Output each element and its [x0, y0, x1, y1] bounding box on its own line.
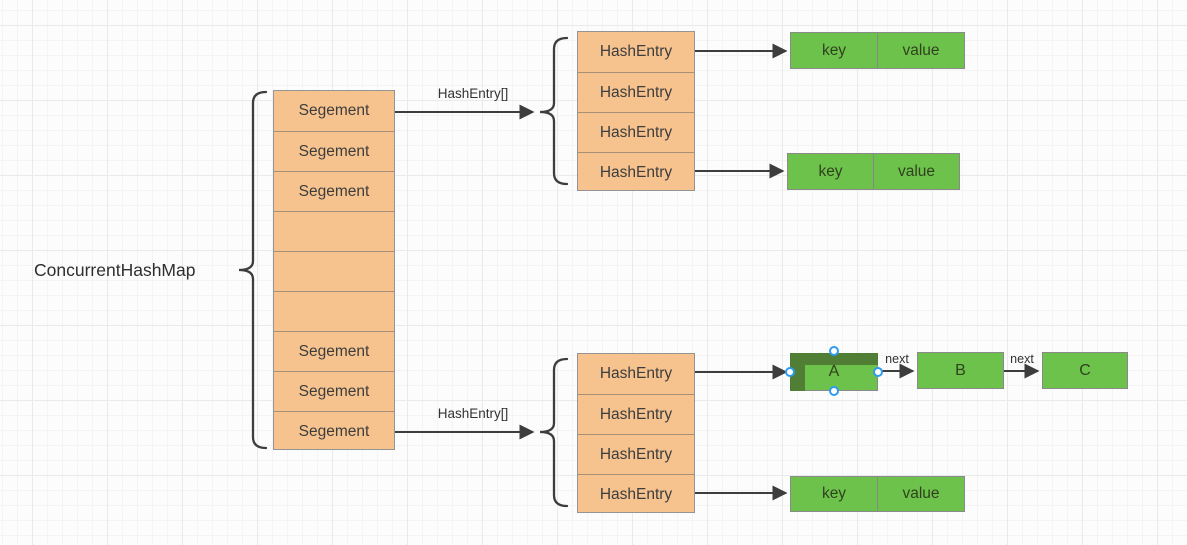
- brace-upper-hashentry-array[interactable]: [539, 36, 569, 186]
- resize-handle-bottom[interactable]: [829, 386, 839, 396]
- hashentry-row[interactable]: HashEntry: [578, 394, 694, 434]
- segment-row[interactable]: Segement: [274, 171, 394, 211]
- brace-concurrenthashmap[interactable]: [238, 90, 268, 450]
- segment-row[interactable]: Segement: [298, 102, 370, 119]
- resize-handle-left[interactable]: [785, 367, 795, 377]
- segment-row[interactable]: Segement: [274, 371, 394, 411]
- hashentry-row[interactable]: HashEntry: [578, 152, 694, 192]
- resize-handle-right[interactable]: [873, 367, 883, 377]
- kv-box-bottom[interactable]: key value: [790, 476, 965, 512]
- hashentry-row[interactable]: HashEntry: [599, 43, 673, 60]
- kv-value-cell[interactable]: value: [877, 477, 964, 511]
- segment-row-empty[interactable]: [274, 251, 394, 291]
- segment-row-empty[interactable]: [274, 291, 394, 331]
- kv-key-cell[interactable]: key: [818, 162, 843, 180]
- lower-array-edge-label[interactable]: HashEntry[]: [437, 406, 509, 421]
- segment-row[interactable]: Segement: [274, 411, 394, 451]
- upper-array-edge-label[interactable]: HashEntry[]: [437, 86, 509, 101]
- kv-box-top[interactable]: key value: [790, 32, 965, 69]
- hashentry-row[interactable]: HashEntry: [578, 72, 694, 112]
- segment-row[interactable]: Segement: [274, 131, 394, 171]
- segment-row[interactable]: Segement: [274, 331, 394, 371]
- hashentry-row[interactable]: HashEntry: [599, 365, 673, 382]
- upper-hashentry-table[interactable]: HashEntry HashEntry HashEntry HashEntry: [577, 31, 695, 191]
- selection-overlay-top: [790, 353, 878, 365]
- selection-overlay-left: [790, 353, 805, 391]
- hashentry-row[interactable]: HashEntry: [578, 112, 694, 152]
- brace-lower-hashentry-array[interactable]: [539, 357, 569, 508]
- segment-table[interactable]: Segement Segement Segement Segement Sege…: [273, 90, 395, 450]
- kv-box-middle[interactable]: key value: [787, 153, 960, 190]
- list-node-c[interactable]: C: [1042, 352, 1128, 389]
- hashentry-row[interactable]: HashEntry: [578, 474, 694, 514]
- kv-value-cell[interactable]: value: [877, 33, 964, 68]
- segment-row-empty[interactable]: [274, 211, 394, 251]
- kv-key-cell[interactable]: key: [821, 41, 847, 59]
- edge-label-next-bc[interactable]: next: [1010, 352, 1034, 366]
- list-node-b[interactable]: B: [917, 352, 1004, 389]
- hashentry-row[interactable]: HashEntry: [578, 434, 694, 474]
- lower-hashentry-table[interactable]: HashEntry HashEntry HashEntry HashEntry: [577, 353, 695, 513]
- edge-label-next-ab[interactable]: next: [885, 352, 909, 366]
- kv-value-cell[interactable]: value: [873, 154, 959, 189]
- kv-key-cell[interactable]: key: [821, 485, 847, 502]
- root-label[interactable]: ConcurrentHashMap: [34, 259, 196, 280]
- resize-handle-top[interactable]: [829, 346, 839, 356]
